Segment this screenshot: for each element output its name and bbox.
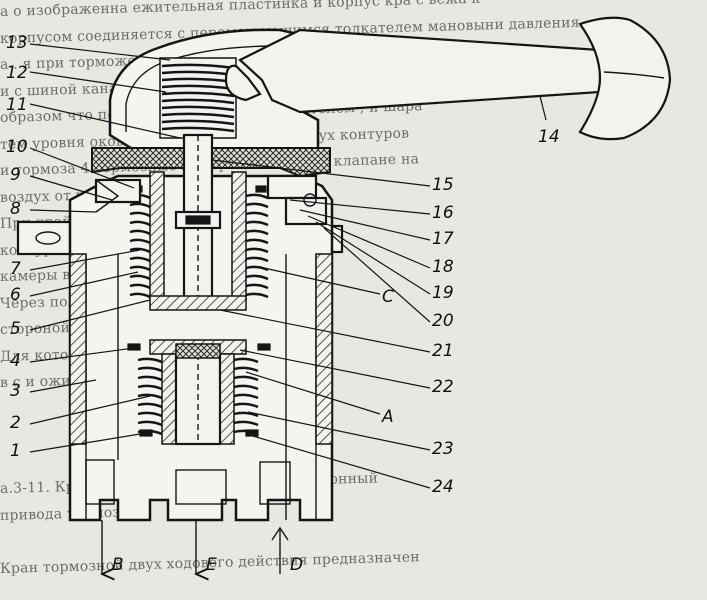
spring-coil [137,366,163,373]
spring-coil [233,429,259,436]
spring-coil [245,238,269,245]
spring-coil [161,63,235,70]
middle-spring-right [245,193,269,299]
spring-coil [129,256,151,263]
label-21: 21 [432,341,454,361]
label-9: 9 [10,165,21,185]
label-23: 23 [432,439,454,459]
housing-wall-right [315,253,333,445]
spring-coil [233,375,259,382]
label-15: 15 [432,175,454,195]
label-port-d: D [290,555,303,575]
cavity-labels: C A [381,287,394,427]
label-17: 17 [432,229,454,249]
spring-coil [161,91,235,98]
label-19: 19 [432,283,454,303]
spring-coil [129,202,151,209]
spring-coil [161,126,235,133]
spring-coil [137,402,163,409]
upper-spring [159,57,237,139]
spring-coil [245,247,269,254]
spring-coil [129,247,151,254]
spring-coil [129,283,151,290]
spring-coil [161,98,235,105]
lower-spring-right [233,357,259,436]
spring-coil [245,202,269,209]
lower-piston [149,339,247,446]
label-5: 5 [10,319,21,339]
spring-coil [137,357,163,364]
spring-coil [233,402,259,409]
label-cavity-a: A [381,407,394,427]
lower-spring-left [137,357,163,436]
label-12: 12 [6,63,28,83]
upper-valve-cup [149,171,247,311]
label-6: 6 [10,285,21,305]
spring-coil [137,384,163,391]
spring-coil [129,238,151,245]
spring-coil [245,229,269,236]
spring-coil [129,220,151,227]
spring-coil [161,105,235,112]
label-2: 2 [10,413,21,433]
spring-coil [137,411,163,418]
spring-coil [137,393,163,400]
spring-coil [245,193,269,200]
spring-coil [137,375,163,382]
label-16: 16 [432,203,454,223]
spring-coil [233,357,259,364]
spring-coil [161,119,235,126]
spring-coil [161,112,235,119]
spring-coil [245,283,269,290]
spring-coil [233,366,259,373]
spring-coil [129,265,151,272]
spring-coil [245,211,269,218]
label-1: 1 [10,441,21,461]
label-20: 20 [432,311,454,331]
spring-coil [137,429,163,436]
label-port-b: B [112,555,124,575]
spring-coil [233,420,259,427]
label-10: 10 [6,137,28,157]
label-4: 4 [10,351,21,371]
part-labels: 13 12 11 10 9 8 7 6 5 4 3 2 1 14 15 16 1… [6,33,560,497]
spring-coil [129,292,151,299]
spring-coil [233,411,259,418]
spring-coil [137,420,163,427]
label-cavity-c: C [382,287,394,307]
spring-coil [233,384,259,391]
label-18: 18 [432,257,454,277]
spring-coil [245,220,269,227]
middle-spring-left [129,193,151,299]
housing-wall-left [69,253,87,445]
spring-coil [129,274,151,281]
spring-coil [245,292,269,299]
brake-handle[interactable] [224,16,672,141]
label-7: 7 [10,259,21,279]
label-13: 13 [6,33,28,53]
label-14: 14 [538,127,560,147]
spring-coil [129,229,151,236]
spring-coil [245,265,269,272]
spring-coil [245,256,269,263]
spring-coil [245,274,269,281]
valve-seat-right [266,174,328,226]
label-22: 22 [432,377,454,397]
port-labels: B E D [112,555,303,575]
label-3: 3 [10,381,21,401]
spring-coil [233,393,259,400]
port-arrows [102,520,289,574]
label-8: 8 [10,199,21,219]
leader-lines [29,43,547,489]
label-11: 11 [6,95,28,115]
label-24: 24 [432,477,454,497]
spring-coil [129,211,151,218]
label-port-e: E [206,555,217,575]
